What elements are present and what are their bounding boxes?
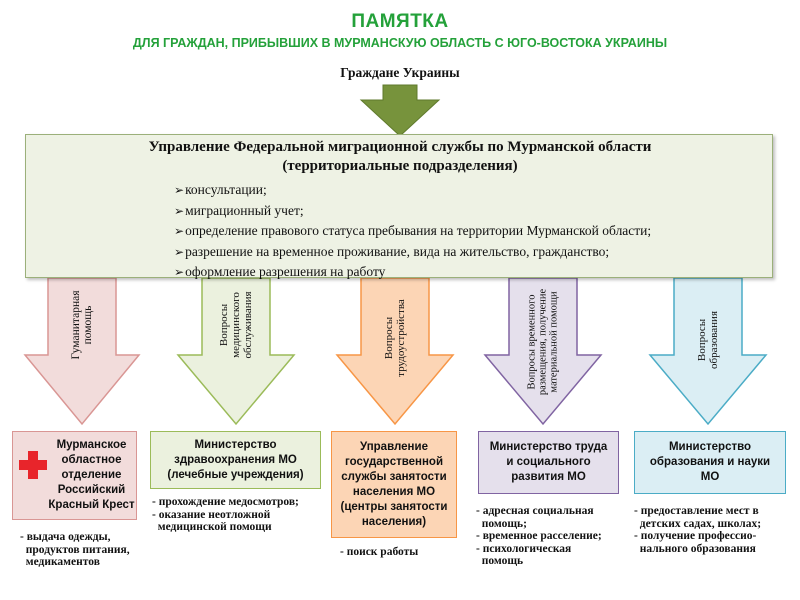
red-cross-icon bbox=[19, 451, 47, 479]
arrow-medical bbox=[176, 277, 296, 426]
services-medical: - прохождение медосмотров; - оказание не… bbox=[152, 496, 299, 533]
arrow-education bbox=[648, 277, 768, 426]
fms-service-item: миграционный учет; bbox=[174, 201, 764, 222]
services-employment: - поиск работы bbox=[340, 546, 419, 558]
fms-title: Управление Федеральной миграционной служ… bbox=[26, 138, 774, 176]
fms-title-line1: Управление Федеральной миграционной служ… bbox=[148, 139, 652, 155]
services-education: - предоставление мест в детских садах, ш… bbox=[634, 505, 762, 555]
arrow-humanitarian bbox=[23, 277, 141, 426]
page-subtitle: ДЛЯ ГРАЖДАН, ПРИБЫВШИХ В МУРМАНСКУЮ ОБЛА… bbox=[132, 36, 668, 50]
arrow-employment bbox=[335, 277, 455, 426]
fms-service-item: определение правового статуса пребывания… bbox=[174, 221, 764, 242]
services-housing: - адресная социальная помощь; - временно… bbox=[476, 505, 602, 567]
fms-service-item: консультации; bbox=[174, 180, 764, 201]
fms-services-list: консультации; миграционный учет; определ… bbox=[174, 180, 764, 283]
services-humanitarian: - выдача одежды, продуктов питания, меди… bbox=[20, 531, 130, 568]
fms-service-item: оформление разрешения на работу bbox=[174, 262, 764, 283]
page-title: ПАМЯТКА bbox=[351, 11, 449, 32]
arrow-housing bbox=[483, 277, 603, 426]
fms-service-item: разрешение на временное проживание, вида… bbox=[174, 242, 764, 263]
top-arrow bbox=[359, 84, 441, 137]
fms-box: Управление Федеральной миграционной служ… bbox=[25, 134, 774, 279]
fms-title-line2: (территориальные подразделения) bbox=[282, 158, 518, 174]
source-label: Граждане Украины bbox=[340, 65, 460, 80]
